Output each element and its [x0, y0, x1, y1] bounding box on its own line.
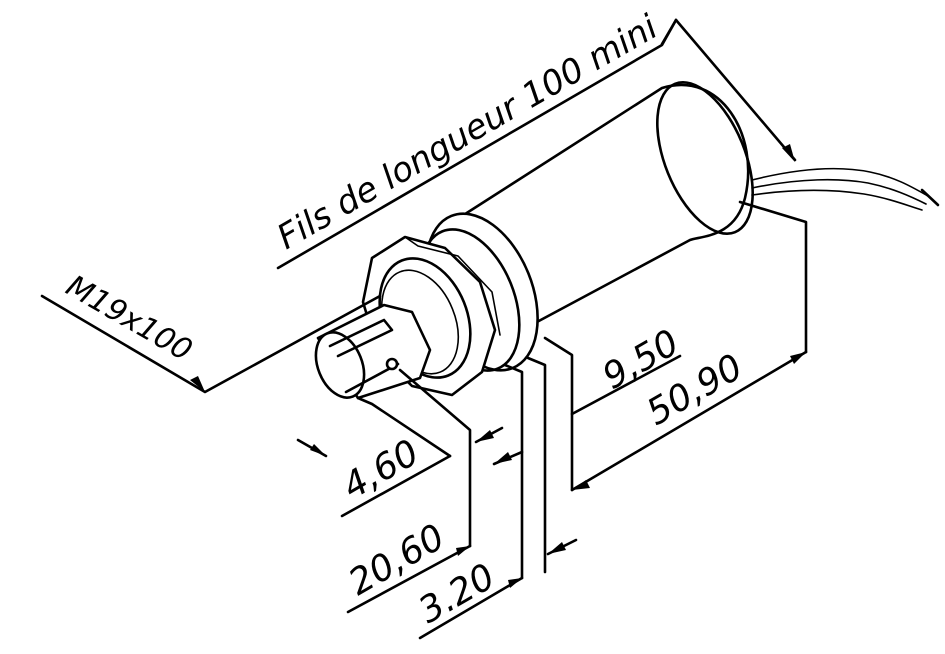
- dim-460: 4,60: [296, 396, 452, 518]
- label-dim-320: 3.20: [412, 556, 502, 632]
- lead-wires: [751, 167, 940, 211]
- label-dim-460: 4,60: [336, 432, 426, 508]
- plunger-rod: [314, 303, 432, 400]
